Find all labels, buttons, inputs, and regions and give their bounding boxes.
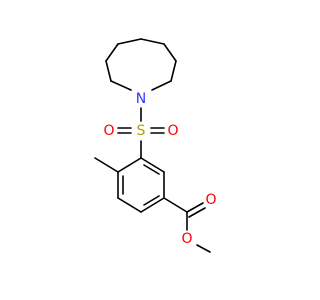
bond-ring-7 bbox=[105, 60, 112, 82]
bond-ring-8 bbox=[110, 80, 132, 91]
bond-c-o-double-b bbox=[188, 207, 206, 218]
bond-benzene-3 bbox=[140, 197, 165, 213]
benzene-ring bbox=[117, 157, 165, 213]
bond-benzene-4 bbox=[117, 197, 142, 213]
atom-nitrogen: N bbox=[136, 91, 146, 107]
bond-ring-2 bbox=[170, 60, 177, 82]
atom-oxygen-ester: O bbox=[181, 231, 192, 247]
atom-sulfur: S bbox=[137, 123, 146, 139]
bond-ring-5 bbox=[117, 38, 142, 45]
bond-benzene-inner-1 bbox=[143, 164, 160, 175]
azepane-ring bbox=[105, 38, 177, 91]
bond-methyl bbox=[94, 157, 119, 173]
bond-benzene-1 bbox=[140, 157, 165, 173]
bond-o-methyl bbox=[196, 244, 211, 253]
atom-oxygen-carbonyl: O bbox=[205, 192, 216, 208]
ester-group bbox=[163, 197, 211, 253]
bond-ring-carbonyl bbox=[163, 197, 188, 213]
sulfonyl-double-bonds bbox=[117, 127, 165, 134]
bond-c-o-double-a bbox=[186, 202, 204, 213]
bond-ring-4 bbox=[140, 38, 165, 45]
bond-ring-3 bbox=[163, 43, 177, 62]
bond-ring-1 bbox=[151, 80, 172, 91]
bond-benzene-inner-2 bbox=[143, 195, 160, 206]
atom-oxygen-sulfonyl-right: O bbox=[167, 123, 178, 139]
atom-oxygen-sulfonyl-left: O bbox=[103, 123, 114, 139]
bond-benzene-6 bbox=[117, 157, 142, 173]
molecule-structure-diagram: N S O O O O bbox=[94, 38, 217, 253]
bond-ring-6 bbox=[105, 43, 119, 62]
